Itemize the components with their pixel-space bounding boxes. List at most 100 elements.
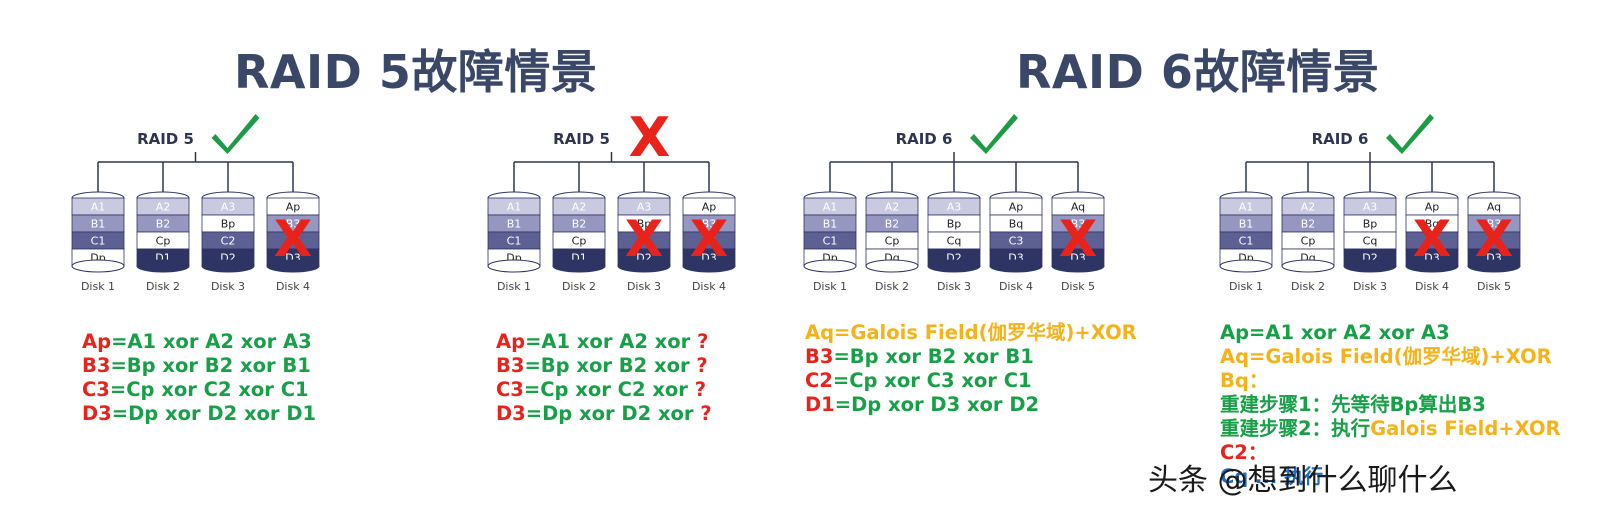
equation-segment: Cq ... 执行 — [1220, 465, 1324, 488]
equation-segment: Galois Field+XOR — [1370, 417, 1561, 440]
block-label: A2 — [156, 201, 171, 214]
disk-label: Disk 3 — [1353, 280, 1387, 293]
equation-segment: =Cp xor C3 xor C1 — [832, 369, 1032, 392]
failed-disk-cross-icon: X — [1413, 210, 1452, 268]
equation-segment: =Bp xor B2 xor — [524, 354, 697, 377]
block-label: B2 — [885, 218, 900, 231]
equation-line: 重建步骤2：执行Galois Field+XOR — [1220, 417, 1561, 441]
block-label: C1 — [1239, 235, 1254, 248]
equation-segment: =Cp xor C2 xor C1 — [109, 378, 309, 401]
disk-bottom — [1281, 259, 1335, 273]
block-label: C2 — [1071, 235, 1086, 248]
block-label: Bp — [1363, 218, 1378, 231]
block-label: B1 — [823, 218, 838, 231]
equation-line: Cq ... 执行 — [1220, 465, 1561, 489]
block-label: Ap — [286, 201, 301, 214]
disk-bottom — [136, 259, 190, 273]
disk-bottom — [927, 259, 981, 273]
disk-label: Disk 5 — [1477, 280, 1511, 293]
check-icon — [1386, 114, 1434, 154]
block-label: B2 — [572, 218, 587, 231]
raid-level-label: RAID 5 — [137, 130, 194, 148]
disk-label: Disk 3 — [937, 280, 971, 293]
block-label: B3 — [1487, 218, 1502, 231]
block-label: Bp — [221, 218, 236, 231]
equation-segment: C3 — [82, 378, 110, 401]
equation-segment: =Bp xor B2 xor B1 — [110, 354, 311, 377]
block-label: Bp — [637, 218, 652, 231]
block-label: Aq — [1071, 201, 1085, 214]
disk-bottom — [682, 259, 736, 273]
equation-line: D3=Dp xor D2 xor ? — [496, 402, 712, 426]
block-label: C2 — [637, 235, 652, 248]
disk-bottom — [803, 259, 857, 273]
equation-line: Ap=A1 xor A2 xor A3 — [82, 330, 316, 354]
block-label: Aq — [1487, 201, 1501, 214]
equation-line: B3=Bp xor B2 xor B1 — [82, 354, 316, 378]
block-label: B2 — [1301, 218, 1316, 231]
disk-bottom — [487, 259, 541, 273]
equation-segment: C2： — [1220, 441, 1268, 464]
block-label: A3 — [637, 201, 652, 214]
equation-segment: Aq=Galois Field(伽罗华域)+XOR — [1220, 345, 1552, 368]
block-label: B2 — [156, 218, 171, 231]
equation-segment: B3 — [496, 354, 525, 377]
equation-segment: B3 — [805, 345, 834, 368]
watermark: 头条 @想到什么聊什么 — [1148, 463, 1458, 498]
equation-segment: =A1 xor A2 xor — [525, 330, 698, 353]
equation-line: Aq=Galois Field(伽罗华域)+XOR — [1220, 345, 1561, 369]
equation-segment: 重建步骤2：执行 — [1220, 417, 1371, 440]
equation-segment: =A1 xor A2 xor A3 — [111, 330, 312, 353]
equation-segment: Ap=A1 xor A2 xor A3 — [1220, 321, 1450, 344]
equation-segment: Ap — [82, 330, 112, 353]
block-label: A1 — [1239, 201, 1254, 214]
raid6-title: RAID 6故障情景 — [1016, 45, 1380, 99]
equation-segment: C2 — [805, 369, 833, 392]
equation-segment: =Dp xor D2 xor — [525, 402, 701, 425]
block-label: C3 — [1009, 235, 1024, 248]
block-label: Cq — [947, 235, 962, 248]
raid-level-label: RAID 5 — [553, 130, 610, 148]
equation-segment: D1 — [805, 393, 835, 416]
block-label: C3 — [1425, 235, 1440, 248]
block-label: Ap — [702, 201, 717, 214]
equation-segment: =Bp xor B2 xor B1 — [833, 345, 1034, 368]
block-label: Cp — [1301, 235, 1316, 248]
block-label: A1 — [91, 201, 106, 214]
equation-segment: ? — [697, 330, 709, 353]
disk-label: Disk 2 — [875, 280, 909, 293]
equation-segment: Aq=Galois Field(伽罗华域)+XOR — [805, 321, 1137, 344]
failed-disk-cross-icon: X — [690, 210, 729, 268]
equation-line: B3=Bp xor B2 xor ? — [496, 354, 712, 378]
equation-segment: ? — [696, 354, 708, 377]
disk-bottom — [1219, 259, 1273, 273]
equation-segment: =Dp xor D3 xor D2 — [834, 393, 1040, 416]
failed-disk-cross-icon: X — [1059, 210, 1098, 268]
equation-segment: Ap — [496, 330, 526, 353]
block-label: A3 — [947, 201, 962, 214]
block-label: B1 — [1239, 218, 1254, 231]
block-label: Cp — [885, 235, 900, 248]
equation-segment: C3 — [496, 378, 524, 401]
equation-segment: D3 — [496, 402, 526, 425]
disk-label: Disk 4 — [692, 280, 726, 293]
equation-line: C3=Cp xor C2 xor ? — [496, 378, 712, 402]
equation-line: D1=Dp xor D3 xor D2 — [805, 393, 1137, 417]
raid5-title: RAID 5故障情景 — [234, 45, 598, 99]
equation-line: B3=Bp xor B2 xor B1 — [805, 345, 1137, 369]
equation-line: Bq： — [1220, 369, 1561, 393]
